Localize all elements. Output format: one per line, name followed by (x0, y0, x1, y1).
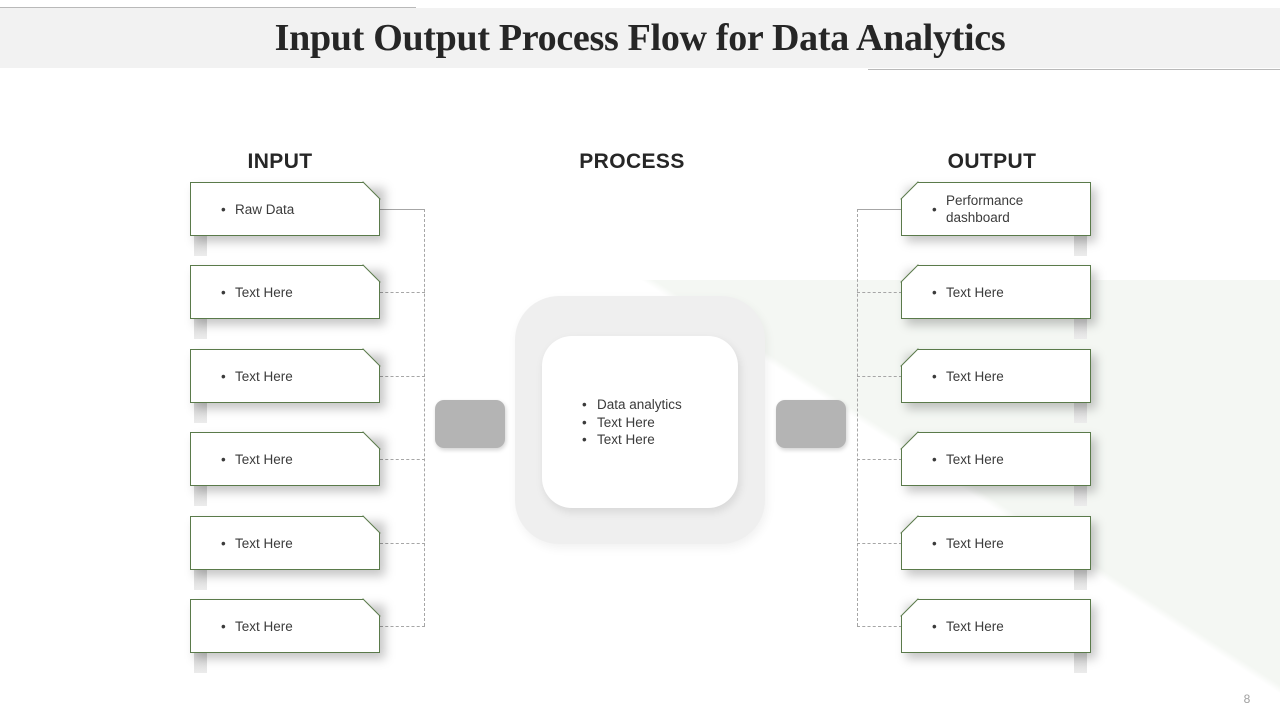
input-box[interactable]: • Text Here (190, 431, 385, 506)
output-box[interactable]: • Text Here (900, 515, 1096, 590)
box-tab (1074, 482, 1087, 506)
output-box-label: Text Here (946, 618, 1004, 634)
box-tab (1074, 566, 1087, 590)
connector-branch-input-1 (380, 209, 425, 210)
bullet-icon: • (582, 397, 587, 412)
process-list-item-label: Text Here (597, 414, 655, 430)
process-list-item-label: Data analytics (597, 397, 682, 412)
connector-branch-output-4 (857, 459, 902, 460)
connector-branch-input-3 (380, 376, 425, 377)
box-tab (194, 399, 207, 423)
box-tab (1074, 649, 1087, 673)
column-caption-process: PROCESS (579, 150, 685, 173)
output-box[interactable]: • Text Here (900, 598, 1096, 673)
input-box-label: Raw Data (235, 201, 295, 217)
box-tab (194, 649, 207, 673)
process-list-item: • Text Here (578, 431, 738, 449)
input-box[interactable]: • Text Here (190, 515, 385, 590)
process-list-item-label: Text Here (597, 432, 655, 447)
box-tab (1074, 399, 1087, 423)
bullet-icon: • (221, 618, 226, 634)
connector-pill-right (776, 400, 846, 448)
box-face (901, 432, 1091, 486)
bullet-icon: • (221, 284, 226, 300)
output-box-label: Performance dashboard (946, 193, 1024, 225)
box-tab (1074, 315, 1087, 339)
bullet-icon: • (932, 535, 937, 551)
box-tab (1074, 232, 1087, 256)
box-tab (194, 482, 207, 506)
input-box[interactable]: • Text Here (190, 598, 385, 673)
box-face (901, 349, 1091, 403)
box-tab (194, 566, 207, 590)
connector-branch-input-2 (380, 292, 425, 293)
input-box-label: Text Here (235, 284, 293, 300)
output-box-label: Text Here (946, 535, 1004, 551)
process-bullet-list: • Data analytics • Text Here • Text Here (578, 396, 738, 449)
bullet-icon: • (582, 432, 587, 447)
bullet-icon: • (582, 414, 587, 430)
box-tab (194, 315, 207, 339)
process-list-item: • Data analytics (578, 396, 738, 414)
box-face (190, 349, 380, 403)
process-inner-shape (542, 336, 738, 508)
connector-branch-input-6 (380, 626, 425, 627)
page-title: Input Output Process Flow for Data Analy… (274, 17, 1006, 59)
box-face (901, 516, 1091, 570)
connector-pill-left (435, 400, 505, 448)
header-top-rule (0, 7, 416, 8)
bullet-icon: • (932, 618, 937, 634)
input-box-label: Text Here (235, 618, 293, 634)
box-face (190, 432, 380, 486)
box-face (901, 599, 1091, 653)
connector-branch-input-4 (380, 459, 425, 460)
header-bottom-rule (868, 69, 1280, 70)
box-face (901, 265, 1091, 319)
input-box[interactable]: • Text Here (190, 264, 385, 339)
output-box-label: Text Here (946, 368, 1004, 384)
output-box-label: Text Here (946, 451, 1004, 467)
connector-branch-output-1 (857, 209, 902, 210)
bullet-icon: • (221, 535, 226, 551)
bullet-icon: • (932, 451, 937, 467)
bullet-icon: • (221, 451, 226, 467)
output-box[interactable]: • Text Here (900, 348, 1096, 423)
input-box-label: Text Here (235, 535, 293, 551)
output-box[interactable]: • Text Here (900, 264, 1096, 339)
column-caption-output: OUTPUT (947, 150, 1037, 173)
page-number: 8 (1243, 692, 1251, 706)
bullet-icon: • (932, 368, 937, 384)
bullet-icon: • (932, 201, 937, 217)
input-box[interactable]: • Text Here (190, 348, 385, 423)
connector-branch-output-3 (857, 376, 902, 377)
box-face (901, 182, 1091, 236)
box-tab (194, 232, 207, 256)
output-box[interactable]: • Text Here (900, 431, 1096, 506)
input-box[interactable]: • Raw Data (190, 181, 385, 256)
process-list-item: • Text Here (578, 414, 738, 432)
bullet-icon: • (221, 201, 226, 217)
input-box-label: Text Here (235, 368, 293, 384)
column-caption-input: INPUT (247, 150, 313, 173)
output-box[interactable]: • Performance dashboard (900, 181, 1096, 256)
bullet-icon: • (221, 368, 226, 384)
box-face (190, 599, 380, 653)
header-band (0, 8, 1280, 68)
connector-branch-input-5 (380, 543, 425, 544)
box-face (190, 265, 380, 319)
connector-trunk-output (857, 209, 858, 626)
output-box-label: Text Here (946, 284, 1004, 300)
connector-branch-output-2 (857, 292, 902, 293)
connector-branch-output-6 (857, 626, 902, 627)
connector-branch-output-5 (857, 543, 902, 544)
box-face (190, 516, 380, 570)
connector-trunk-input (424, 209, 425, 626)
bullet-icon: • (932, 284, 937, 300)
input-box-label: Text Here (235, 451, 293, 467)
box-face (190, 182, 380, 236)
